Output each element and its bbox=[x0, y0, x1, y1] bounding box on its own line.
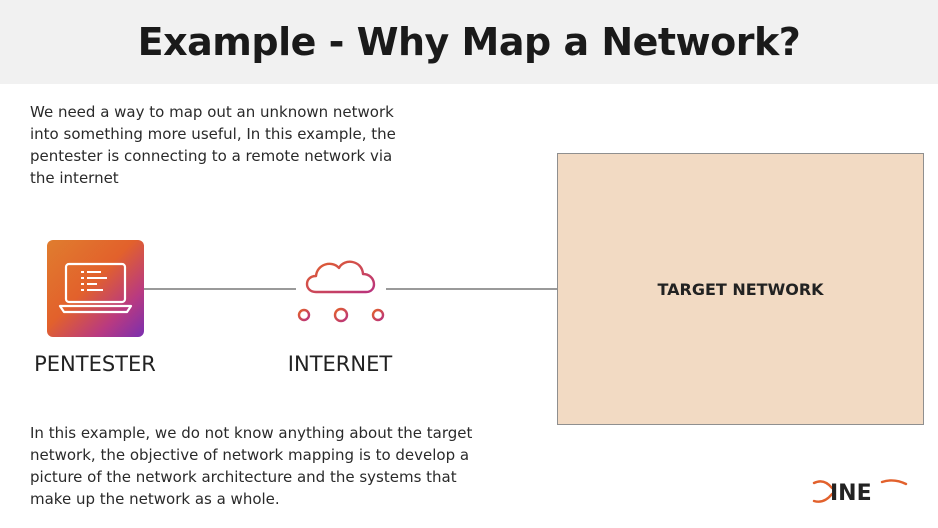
outro-paragraph: In this example, we do not know anything… bbox=[30, 424, 473, 508]
intro-paragraph: We need a way to map out an unknown netw… bbox=[30, 103, 396, 187]
internet-label: INTERNET bbox=[287, 352, 393, 376]
target-network-box: TARGET NETWORK bbox=[557, 153, 924, 425]
target-network-label: TARGET NETWORK bbox=[657, 279, 824, 299]
slide-title: Example - Why Map a Network? bbox=[137, 20, 801, 64]
ine-logo: INE bbox=[812, 479, 908, 506]
connector-pentester-internet bbox=[144, 288, 296, 290]
connector-internet-target bbox=[386, 288, 557, 290]
pentester-label: PENTESTER bbox=[34, 352, 156, 376]
title-bar: Example - Why Map a Network? bbox=[0, 0, 938, 84]
laptop-icon bbox=[58, 262, 133, 314]
ine-logo-text: INE bbox=[830, 481, 872, 506]
cloud-network-icon bbox=[297, 260, 385, 323]
pentester-node bbox=[47, 240, 144, 337]
